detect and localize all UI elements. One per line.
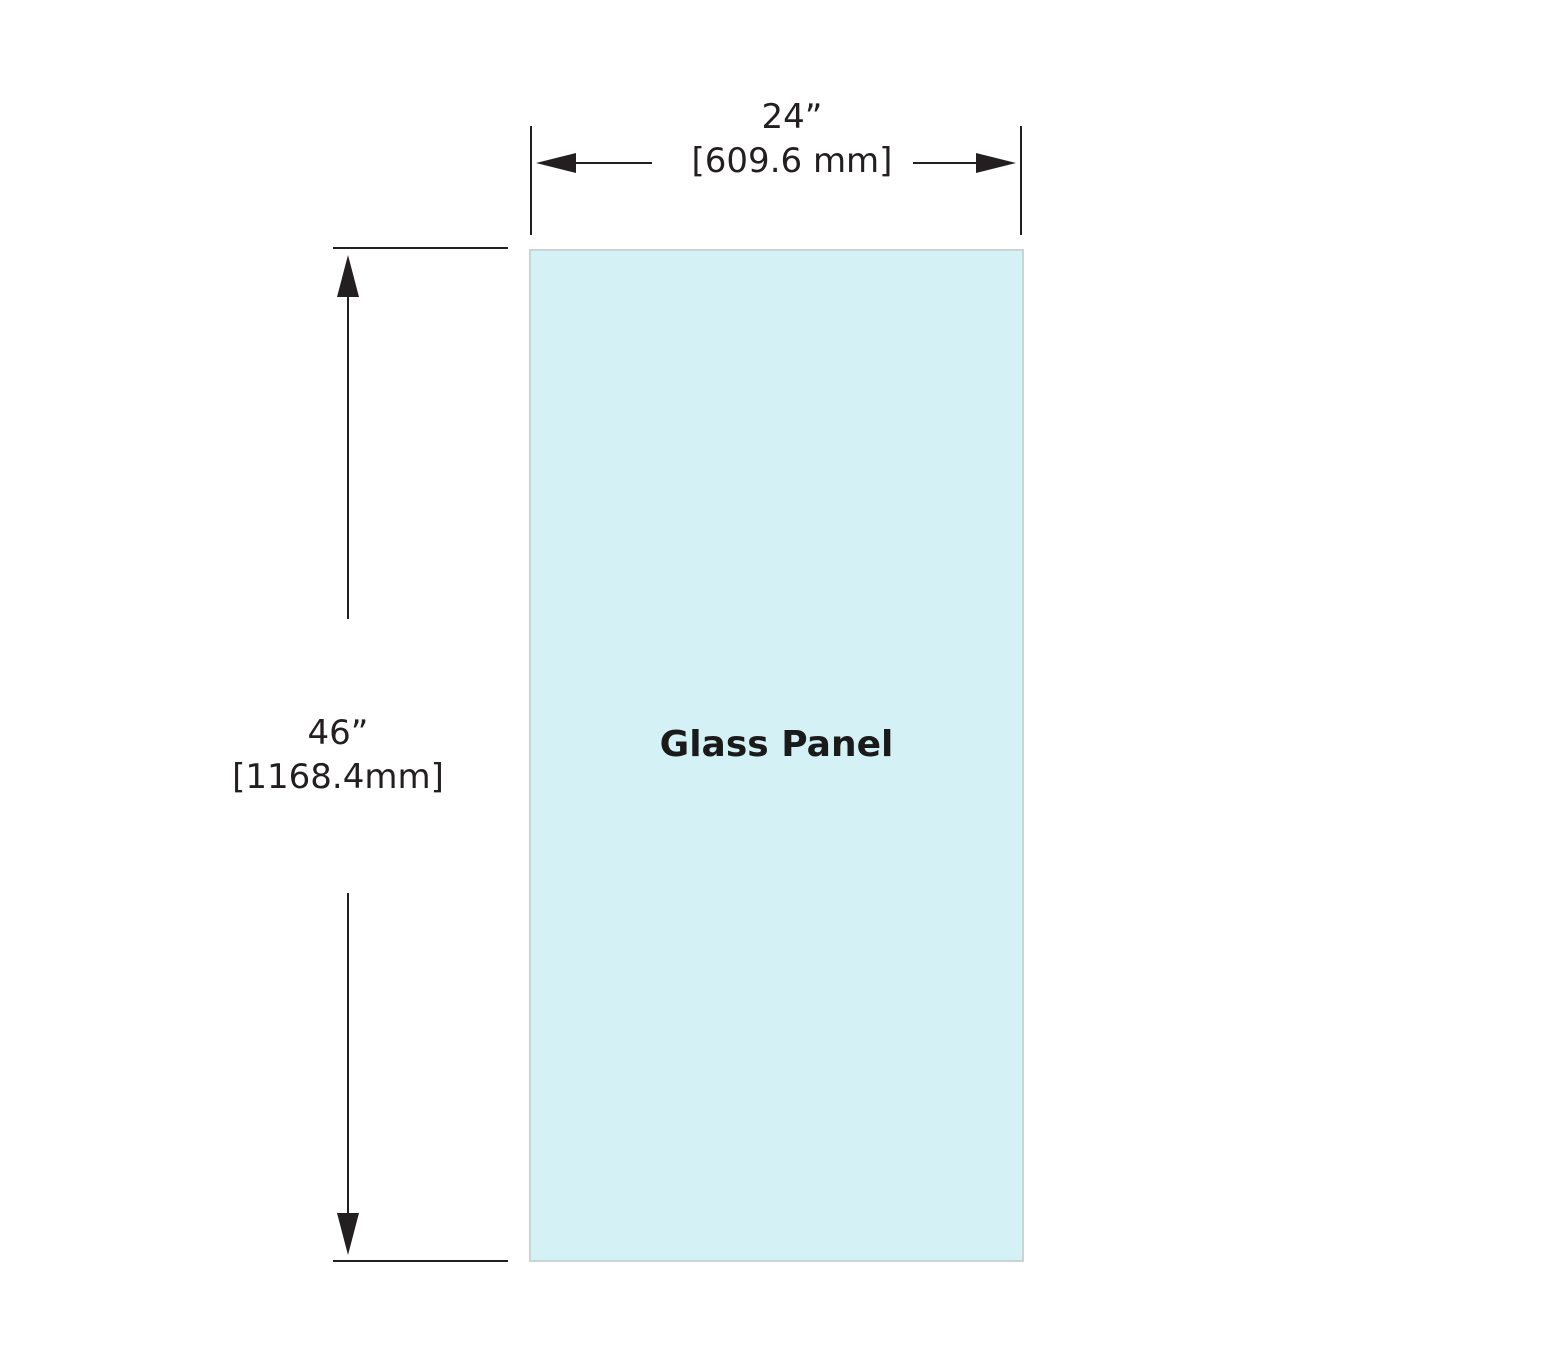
width-imperial: 24” [761,97,823,137]
height-dimension-label: 46” [1168.4mm] [188,711,488,799]
width-metric: [609.6 mm] [691,141,893,181]
glass-panel [529,249,1024,1262]
height-metric: [1168.4mm] [232,757,444,797]
width-arrowhead-left [536,153,576,173]
panel-title: Glass Panel [659,724,894,765]
width-dimension-label: 24” [609.6 mm] [642,95,942,183]
height-arrowhead-bottom [337,1213,359,1255]
width-arrowhead-right [976,153,1016,173]
height-arrowhead-top [337,255,359,297]
height-imperial: 46” [307,713,369,753]
